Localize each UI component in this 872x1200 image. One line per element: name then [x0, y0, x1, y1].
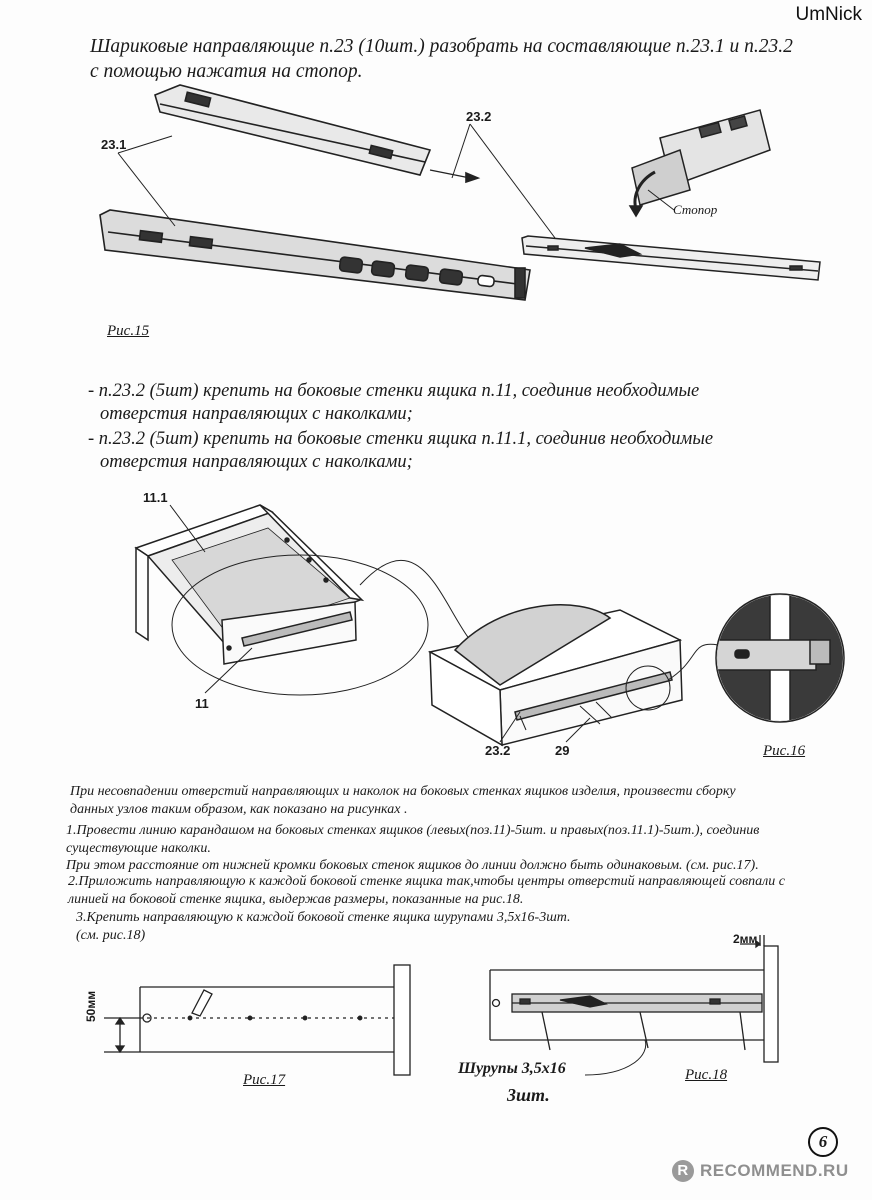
bullet-1-line-2: отверстия направляющих с наколками; — [100, 404, 413, 424]
label-11-1: 11.1 — [143, 490, 168, 505]
step-3-line-2: (см. рис.18) — [76, 927, 146, 943]
heading-line-1: Шариковые направляющие п.23 (10шт.) разо… — [90, 36, 793, 57]
label-fig16-23-2: 23.2 — [485, 743, 511, 758]
step-3: 3.Крепить направляющую к каждой боковой … — [76, 909, 856, 944]
fig15-caption: Рис.15 — [107, 323, 150, 339]
fig18-dim-2mm: 2мм — [733, 932, 758, 946]
site-logo-text: RECOMMEND.RU — [700, 1161, 849, 1180]
bullet-2-line-2: отверстия направляющих с наколками; — [100, 452, 413, 472]
watermark-username: UmNick — [795, 4, 863, 25]
bullet-1: - п.23.2 (5шт) крепить на боковые стенки… — [88, 380, 828, 426]
note-line-1: При несовпадении отверстий направляющих … — [70, 784, 736, 799]
label-11: 11 — [195, 696, 209, 711]
step-3-line-1: 3.Крепить направляющую к каждой боковой … — [76, 910, 571, 925]
step-1-line-1: 1.Провести линию карандашом на боковых с… — [66, 823, 760, 838]
page-number: 6 — [808, 1127, 838, 1157]
label-29: 29 — [555, 743, 570, 758]
note-line-2: данных узлов таким образом, как показано… — [70, 801, 408, 817]
fig17-caption: Рис.17 — [243, 1072, 286, 1088]
fig18-caption: Рис.18 — [685, 1067, 728, 1083]
step-2-line-1: 2.Приложить направляющую к каждой боково… — [68, 874, 785, 889]
label-23-1: 23.1 — [101, 137, 127, 152]
step-2-line-2: линией на боковой стенке ящика, выдержав… — [68, 891, 524, 907]
site-logo: R RECOMMEND.RU — [672, 1158, 849, 1184]
rail-upper-illustration — [154, 84, 481, 184]
label-23-2: 23.2 — [466, 109, 492, 124]
stopper-inset-illustration — [628, 109, 771, 218]
instruction-heading: Шариковые направляющие п.23 (10шт.) разо… — [90, 34, 850, 84]
note-paragraph: При несовпадении отверстий направляющих … — [70, 783, 850, 818]
step-1-line-2: существующие наколки. — [66, 840, 211, 856]
bullet-2-line-1: - п.23.2 (5шт) крепить на боковые стенки… — [88, 429, 714, 449]
fig18-screws-label: Шурупы 3,5х16 — [458, 1060, 566, 1077]
bullet-1-line-1: - п.23.2 (5шт) крепить на боковые стенки… — [88, 381, 700, 401]
rail-232-illustration — [521, 235, 821, 281]
rail-lower-illustration — [99, 209, 531, 301]
recommend-logo-icon: R — [672, 1160, 694, 1182]
fig17-dim-50mm: 50мм — [84, 990, 98, 1022]
label-stopor: Стопор — [673, 202, 718, 217]
step-1-line-3: При этом расстояние от нижней кромки бок… — [66, 858, 759, 873]
bullet-2: - п.23.2 (5шт) крепить на боковые стенки… — [88, 428, 828, 474]
step-2: 2.Приложить направляющую к каждой боково… — [68, 873, 858, 908]
heading-line-2: с помощью нажатия на стопор. — [90, 61, 363, 82]
fig18-screws-qty: 3шт. — [507, 1085, 550, 1105]
fig16-caption: Рис.16 — [763, 743, 806, 759]
step-1: 1.Провести линию карандашом на боковых с… — [66, 822, 856, 875]
